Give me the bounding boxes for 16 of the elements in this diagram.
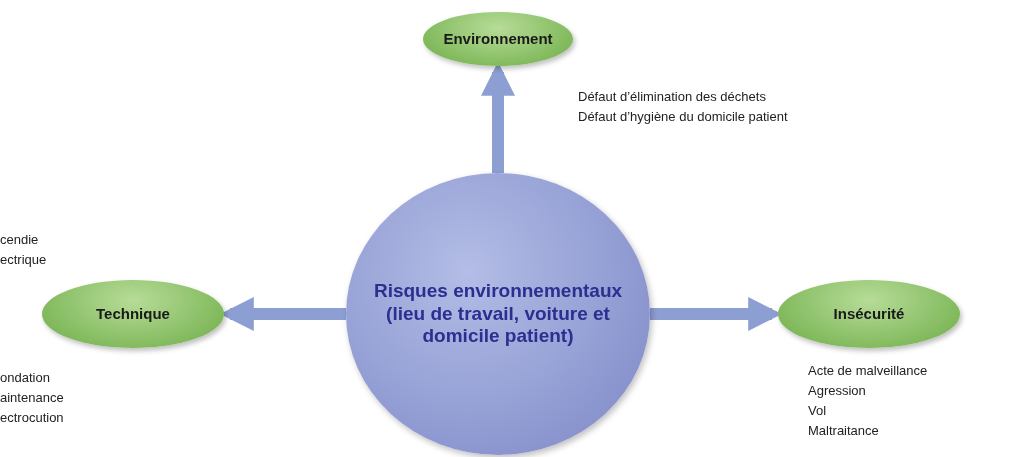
risk-item: Défaut d’élimination des déchets [578,88,766,106]
category-label: Technique [96,303,170,324]
topic-title: Risques environnementaux (lieu de travail, voiture et domicile patient) [372,279,624,349]
category-label: Environnement [443,28,553,49]
risk-item: cendie [0,231,39,249]
risk-item: Défaut d’hygiène du domicile patient [578,108,788,126]
risk-item: aintenance [0,389,64,407]
category-label: Insécurité [833,303,905,324]
risk-item: Acte de malveillance [808,362,928,380]
risk-item: Vol [808,402,827,420]
risk-item: Maltraitance [808,422,879,440]
risk-item: ectrocution [0,409,64,427]
risk-item: ondation [0,369,50,387]
category-ellipse [423,12,573,66]
risk-item: ectrique [0,251,47,269]
risk-item: Agression [808,382,866,400]
